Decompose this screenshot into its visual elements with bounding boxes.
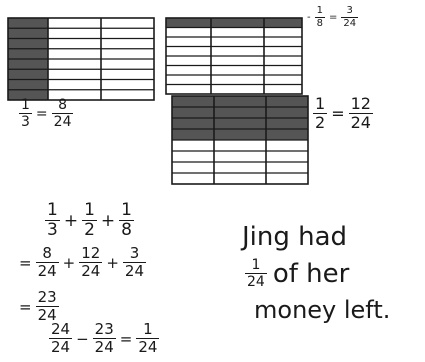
fraction-one-twentyfourth: 1 24 (245, 258, 267, 289)
fraction: 1 8 (119, 202, 134, 239)
numerator: 1 (316, 5, 323, 16)
grid-half-rows (172, 106, 308, 174)
conclusion-line-3: money left. (254, 296, 391, 324)
minus-sign: − (76, 329, 89, 348)
fraction-one-half: 1 2 (313, 94, 328, 132)
fraction-one-third: 1 3 (19, 98, 32, 129)
denominator: 24 (122, 262, 147, 280)
denominator: 24 (348, 113, 373, 132)
equals-sign: = (331, 104, 345, 123)
numerator: 3 (129, 244, 140, 262)
numerator: 1 (251, 257, 261, 273)
conclusion-line-1: Jing had (242, 222, 348, 252)
fraction-twelve-twentyfourths: 12 24 (348, 94, 373, 132)
fraction: 8 24 (35, 244, 59, 280)
grid-thirds-border (7, 17, 155, 101)
fraction: 1 3 (45, 202, 60, 239)
denominator: 24 (341, 17, 359, 29)
work-line-2: = 8 24 + 12 24 + 3 24 (16, 246, 147, 279)
numerator: 8 (58, 97, 68, 113)
grid-eighth-rows (166, 26, 302, 86)
fraction-eight-twentyfourths: 8 24 (51, 97, 74, 130)
fraction-three-twentyfourths: 3 24 (341, 5, 359, 29)
numerator: 8 (42, 244, 52, 262)
denominator: 2 (313, 113, 328, 132)
plus-sign: + (63, 210, 79, 231)
numerator: 12 (350, 94, 371, 113)
fraction: 1 24 (136, 320, 160, 356)
denominator: 24 (92, 338, 116, 356)
fraction: 1 2 (82, 202, 97, 239)
grid-eighth-border (165, 17, 303, 95)
plus-sign: + (100, 210, 116, 231)
annotation-one-eighth: - 1 8 = 3 24 (304, 6, 359, 29)
denominator: 3 (19, 113, 32, 130)
denominator: 24 (79, 262, 103, 280)
conclusion-line-2: 1 24 of her (244, 258, 349, 289)
work-line-3: = 23 24 (16, 290, 60, 323)
numerator: 23 (37, 288, 57, 306)
numerator: 23 (94, 320, 114, 338)
denominator: 3 (45, 220, 60, 240)
fraction: 12 24 (79, 244, 103, 280)
annotation-one-half: 1 2 = 12 24 (312, 96, 374, 131)
work-line-4: 24 24 − 23 24 = 1 24 (48, 322, 160, 355)
denominator: 2 (82, 220, 97, 240)
grid-thirds (7, 17, 155, 101)
numerator: 1 (84, 200, 95, 220)
grid-thirds-rows (8, 27, 154, 91)
equals-sign: = (19, 297, 32, 316)
annotation-one-third: 1 3 = 8 24 (18, 98, 74, 129)
fraction-one-eighth: 1 8 (314, 5, 325, 29)
denominator: 24 (35, 262, 59, 280)
numerator: 3 (346, 5, 353, 16)
numerator: 1 (121, 200, 132, 220)
grid-half (171, 95, 309, 185)
fraction: 23 24 (92, 320, 116, 356)
conclusion-text: of her (272, 258, 350, 289)
equals-sign: = (35, 105, 48, 122)
fraction: 24 24 (49, 320, 73, 356)
equals-sign: = (328, 12, 338, 23)
grid-eighth (165, 17, 303, 95)
denominator: 8 (119, 220, 134, 240)
equals-sign: = (119, 329, 133, 348)
denominator: 8 (314, 17, 325, 29)
denominator: 24 (245, 273, 267, 290)
denominator: 24 (35, 306, 59, 324)
denominator: 24 (49, 338, 73, 356)
numerator: 24 (51, 320, 71, 338)
numerator: 1 (21, 97, 30, 113)
denominator: 24 (136, 338, 160, 356)
plus-sign: + (62, 253, 76, 272)
fraction: 3 24 (122, 244, 147, 280)
numerator: 1 (143, 320, 153, 338)
numerator: 12 (81, 244, 101, 262)
numerator: 1 (315, 94, 326, 113)
equals-sign: = (19, 253, 32, 272)
plus-sign: + (106, 253, 119, 272)
work-line-1: 1 3 + 1 2 + 1 8 (44, 202, 135, 239)
dash: - (307, 12, 311, 23)
grid-eighth-shaded-row (166, 18, 302, 27)
denominator: 24 (51, 113, 74, 130)
numerator: 1 (47, 200, 58, 220)
fraction: 23 24 (35, 288, 59, 324)
grid-half-border (171, 95, 309, 185)
